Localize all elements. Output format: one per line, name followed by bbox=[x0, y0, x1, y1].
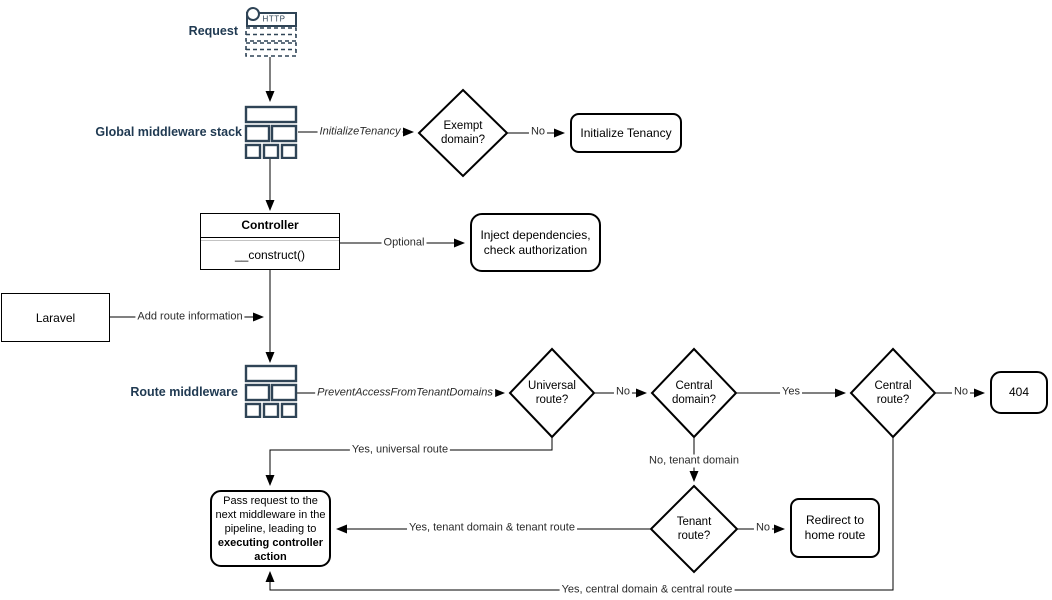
edge-label-yes-central-route: Yes, central domain & central route bbox=[559, 583, 735, 597]
exempt-domain-line2: domain? bbox=[440, 134, 486, 146]
tenant-route-line1: Tenant bbox=[676, 516, 712, 528]
controller-separator bbox=[201, 238, 339, 241]
decision-universal-route bbox=[508, 347, 596, 439]
global-middleware-label: Global middleware stack bbox=[95, 125, 242, 139]
edge-label-central-route-no: No bbox=[951, 385, 971, 399]
http-icon-label: HTTP bbox=[262, 14, 286, 24]
redirect-home-line1: Redirect to bbox=[805, 513, 865, 527]
central-route-line1: Central bbox=[874, 380, 912, 392]
pass-request-node: Pass request to the next middleware in t… bbox=[210, 490, 331, 567]
http-request-icon bbox=[245, 7, 297, 57]
edge-label-universal-no: No bbox=[613, 385, 633, 399]
route-middleware-stack-icon bbox=[244, 364, 298, 418]
redirect-home-node: Redirect to home route bbox=[790, 498, 880, 558]
decision-exempt-domain bbox=[417, 88, 509, 178]
edge-label-central-domain-yes: Yes bbox=[780, 385, 802, 399]
edge-label-tenant-no: No bbox=[753, 521, 773, 535]
inject-dependencies-line2: check authorization bbox=[483, 242, 588, 257]
pass-request-text-normal: Pass request to the next middleware in t… bbox=[215, 494, 326, 535]
pass-request-text-bold: executing controller action bbox=[217, 536, 324, 563]
tenant-route-line2: route? bbox=[677, 530, 711, 542]
not-found-label: 404 bbox=[1008, 385, 1030, 399]
inject-dependencies-node: Inject dependencies, check authorization bbox=[470, 213, 601, 272]
edge-label-no-tenant-domain: No, tenant domain bbox=[647, 454, 741, 468]
exempt-domain-line1: Exempt bbox=[443, 120, 483, 132]
initialize-tenancy-node: Initialize Tenancy bbox=[570, 113, 682, 153]
decision-tenant-route bbox=[649, 484, 739, 574]
controller-title: Controller bbox=[201, 214, 339, 238]
global-middleware-stack-icon bbox=[244, 105, 298, 159]
edge-label-prevent-access: PreventAccessFromTenantDomains bbox=[315, 386, 495, 400]
exempt-domain-text: Exempt domain? bbox=[419, 90, 507, 176]
universal-route-text: Universal route? bbox=[508, 349, 596, 437]
redirect-home-line2: home route bbox=[804, 528, 866, 542]
central-route-text: Central route? bbox=[849, 349, 937, 437]
central-domain-text: Central domain? bbox=[650, 349, 738, 437]
request-label: Request bbox=[188, 24, 238, 38]
not-found-node: 404 bbox=[990, 371, 1048, 414]
central-domain-line1: Central bbox=[675, 380, 713, 392]
universal-route-line1: Universal bbox=[528, 380, 576, 392]
route-middleware-label: Route middleware bbox=[130, 385, 238, 399]
edge-label-yes-universal-route: Yes, universal route bbox=[349, 443, 451, 457]
pass-request-text: Pass request to the next middleware in t… bbox=[212, 492, 329, 566]
laravel-label: Laravel bbox=[35, 310, 76, 325]
edge-label-optional: Optional bbox=[381, 236, 427, 250]
decision-central-route bbox=[849, 347, 937, 439]
central-domain-line2: domain? bbox=[671, 394, 717, 406]
universal-route-line2: route? bbox=[535, 394, 569, 406]
central-route-line2: route? bbox=[876, 394, 910, 406]
controller-node: Controller __construct() bbox=[200, 213, 340, 270]
decision-central-domain bbox=[650, 347, 738, 439]
controller-method: __construct() bbox=[234, 248, 306, 262]
edge-label-yes-tenant-route: Yes, tenant domain & tenant route bbox=[407, 521, 577, 535]
tenant-route-text: Tenant route? bbox=[650, 485, 738, 573]
inject-dependencies-line1: Inject dependencies, bbox=[480, 227, 591, 242]
laravel-node: Laravel bbox=[1, 293, 110, 342]
edge-label-initialize-tenancy: InitializeTenancy bbox=[317, 125, 403, 139]
initialize-tenancy-label: Initialize Tenancy bbox=[580, 125, 672, 140]
edge-label-add-route-information: Add route information bbox=[135, 310, 245, 324]
edge-label-exempt-no: No bbox=[528, 125, 548, 139]
